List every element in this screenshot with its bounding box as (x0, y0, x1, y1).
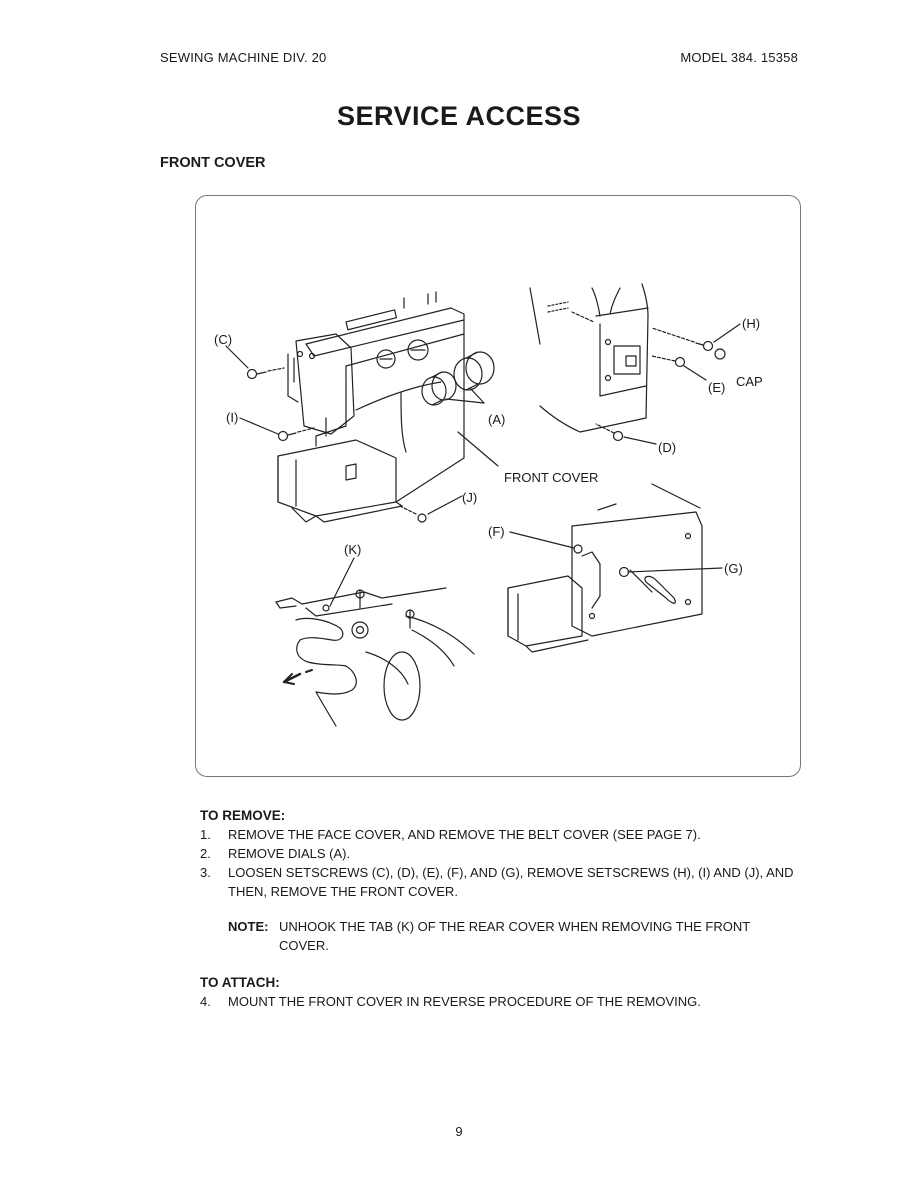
label-cap: CAP (736, 374, 763, 389)
step-4-text: MOUNT THE FRONT COVER IN REVERSE PROCEDU… (228, 994, 701, 1009)
step-1-text: REMOVE THE FACE COVER, AND REMOVE THE BE… (228, 827, 701, 842)
header-model: MODEL 384. 15358 (680, 50, 798, 65)
label-c: (C) (214, 332, 232, 347)
label-i: (I) (226, 410, 238, 425)
section-title: FRONT COVER (160, 155, 266, 171)
label-f: (F) (488, 524, 505, 539)
machine-rear-illustration (529, 283, 741, 445)
label-j: (J) (462, 490, 477, 505)
label-e: (E) (708, 380, 725, 395)
step-2-number: 2. (200, 846, 211, 861)
label-d: (D) (658, 440, 676, 455)
step-3-text: LOOSEN SETSCREWS (C), (D), (E), (F), AND… (228, 865, 794, 899)
label-a: (A) (488, 412, 505, 427)
note-text: UNHOOK THE TAB (K) OF THE REAR COVER WHE… (279, 919, 750, 953)
step-3-number: 3. (200, 865, 211, 880)
step-1-number: 1. (200, 827, 211, 842)
label-k: (K) (344, 542, 361, 557)
base-screwdriver-illustration (507, 483, 723, 653)
note-label: NOTE: (228, 919, 269, 934)
machine-front-illustration (225, 291, 499, 523)
page-number: 9 (455, 1124, 463, 1139)
label-front-cover: FRONT COVER (504, 470, 598, 485)
header-division: SEWING MACHINE DIV. 20 (160, 50, 327, 65)
page-title: SERVICE ACCESS (336, 101, 582, 131)
tab-k-illustration (275, 557, 475, 727)
diagram-drawing: (C) (I) (A) FRONT COVER (J) (H) (E) CAP … (214, 283, 763, 727)
to-remove-heading: TO REMOVE: (200, 808, 286, 823)
label-g: (G) (724, 561, 743, 576)
to-attach-heading: TO ATTACH: (200, 975, 280, 990)
step-2-text: REMOVE DIALS (A). (228, 846, 351, 861)
service-diagram: (C) (I) (A) FRONT COVER (J) (H) (E) CAP … (195, 195, 801, 777)
step-4-number: 4. (200, 994, 211, 1009)
label-h: (H) (742, 316, 760, 331)
